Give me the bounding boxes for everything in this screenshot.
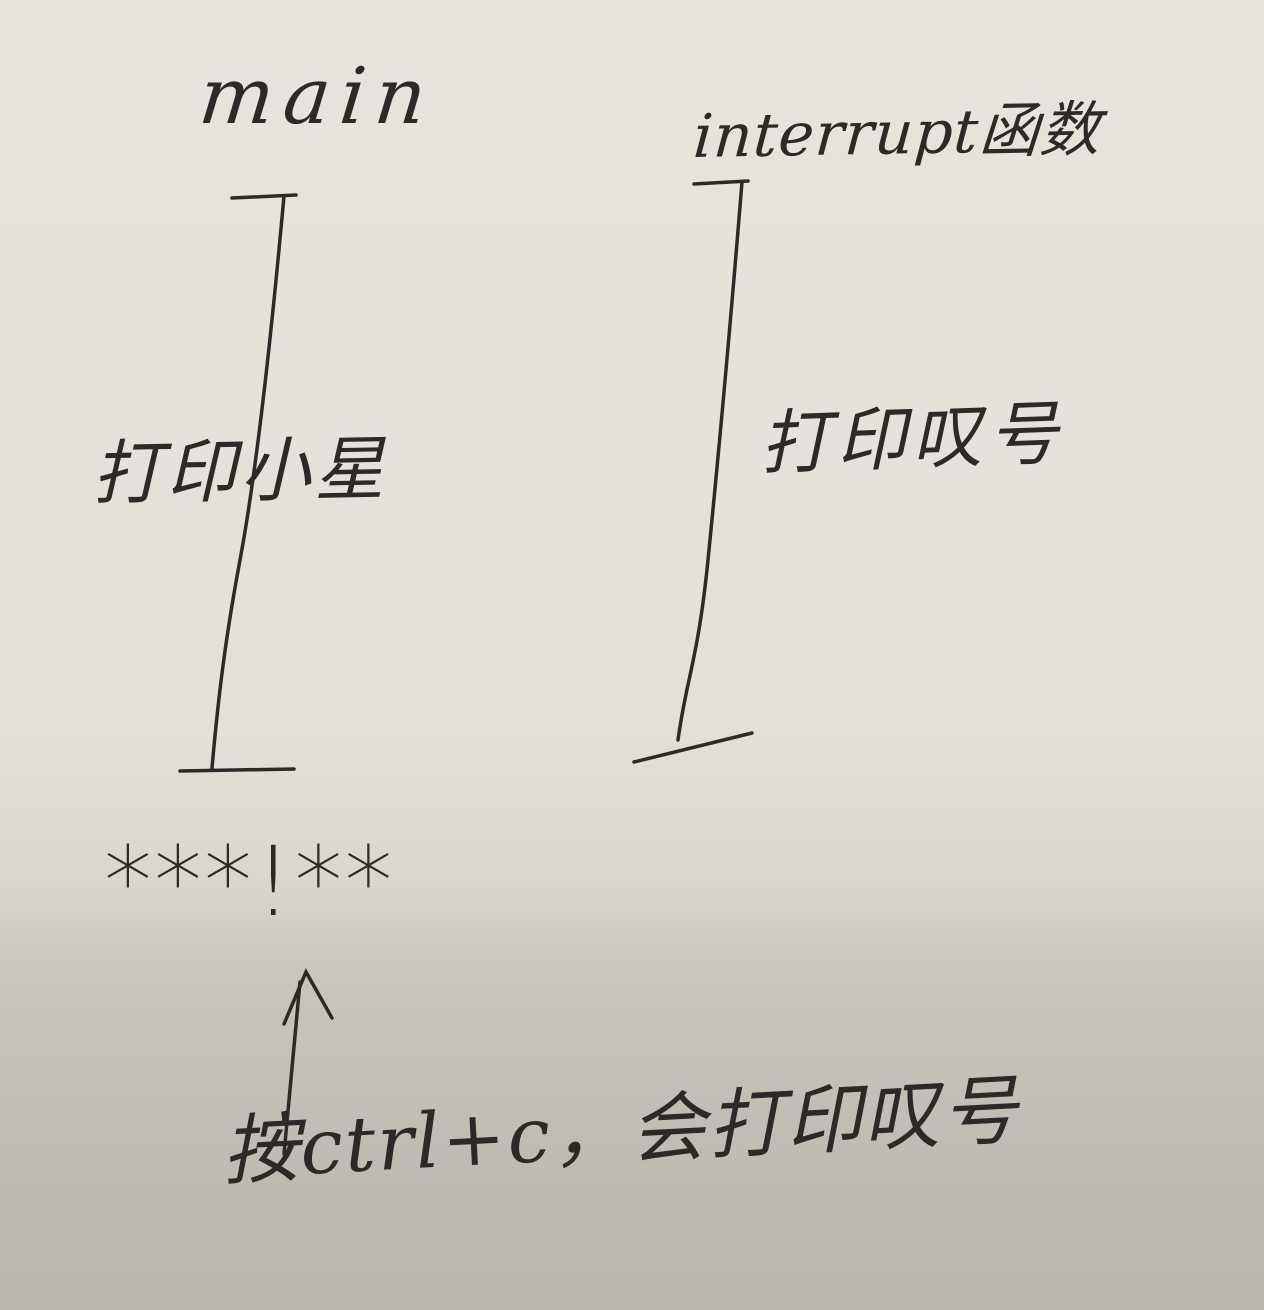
main-timeline-label: 打印小星 xyxy=(91,427,389,515)
main-timeline-bottom-cap xyxy=(178,767,296,773)
paper-shadow xyxy=(0,880,1264,1310)
interrupt-timeline-bar xyxy=(676,180,744,742)
interrupt-timeline-title: interrupt函数 xyxy=(691,94,1104,172)
arrow-shaft xyxy=(282,980,302,1156)
interrupt-timeline-label: 打印叹号 xyxy=(758,392,1066,485)
program-output: ***!** xyxy=(104,826,395,938)
main-timeline-top-cap xyxy=(230,193,298,200)
main-timeline-bar xyxy=(210,194,286,770)
interrupt-timeline-bottom-cap xyxy=(632,731,754,764)
interrupt-timeline-top-cap xyxy=(692,179,750,186)
main-timeline-title: main xyxy=(195,52,441,142)
arrow-head xyxy=(282,968,334,1026)
